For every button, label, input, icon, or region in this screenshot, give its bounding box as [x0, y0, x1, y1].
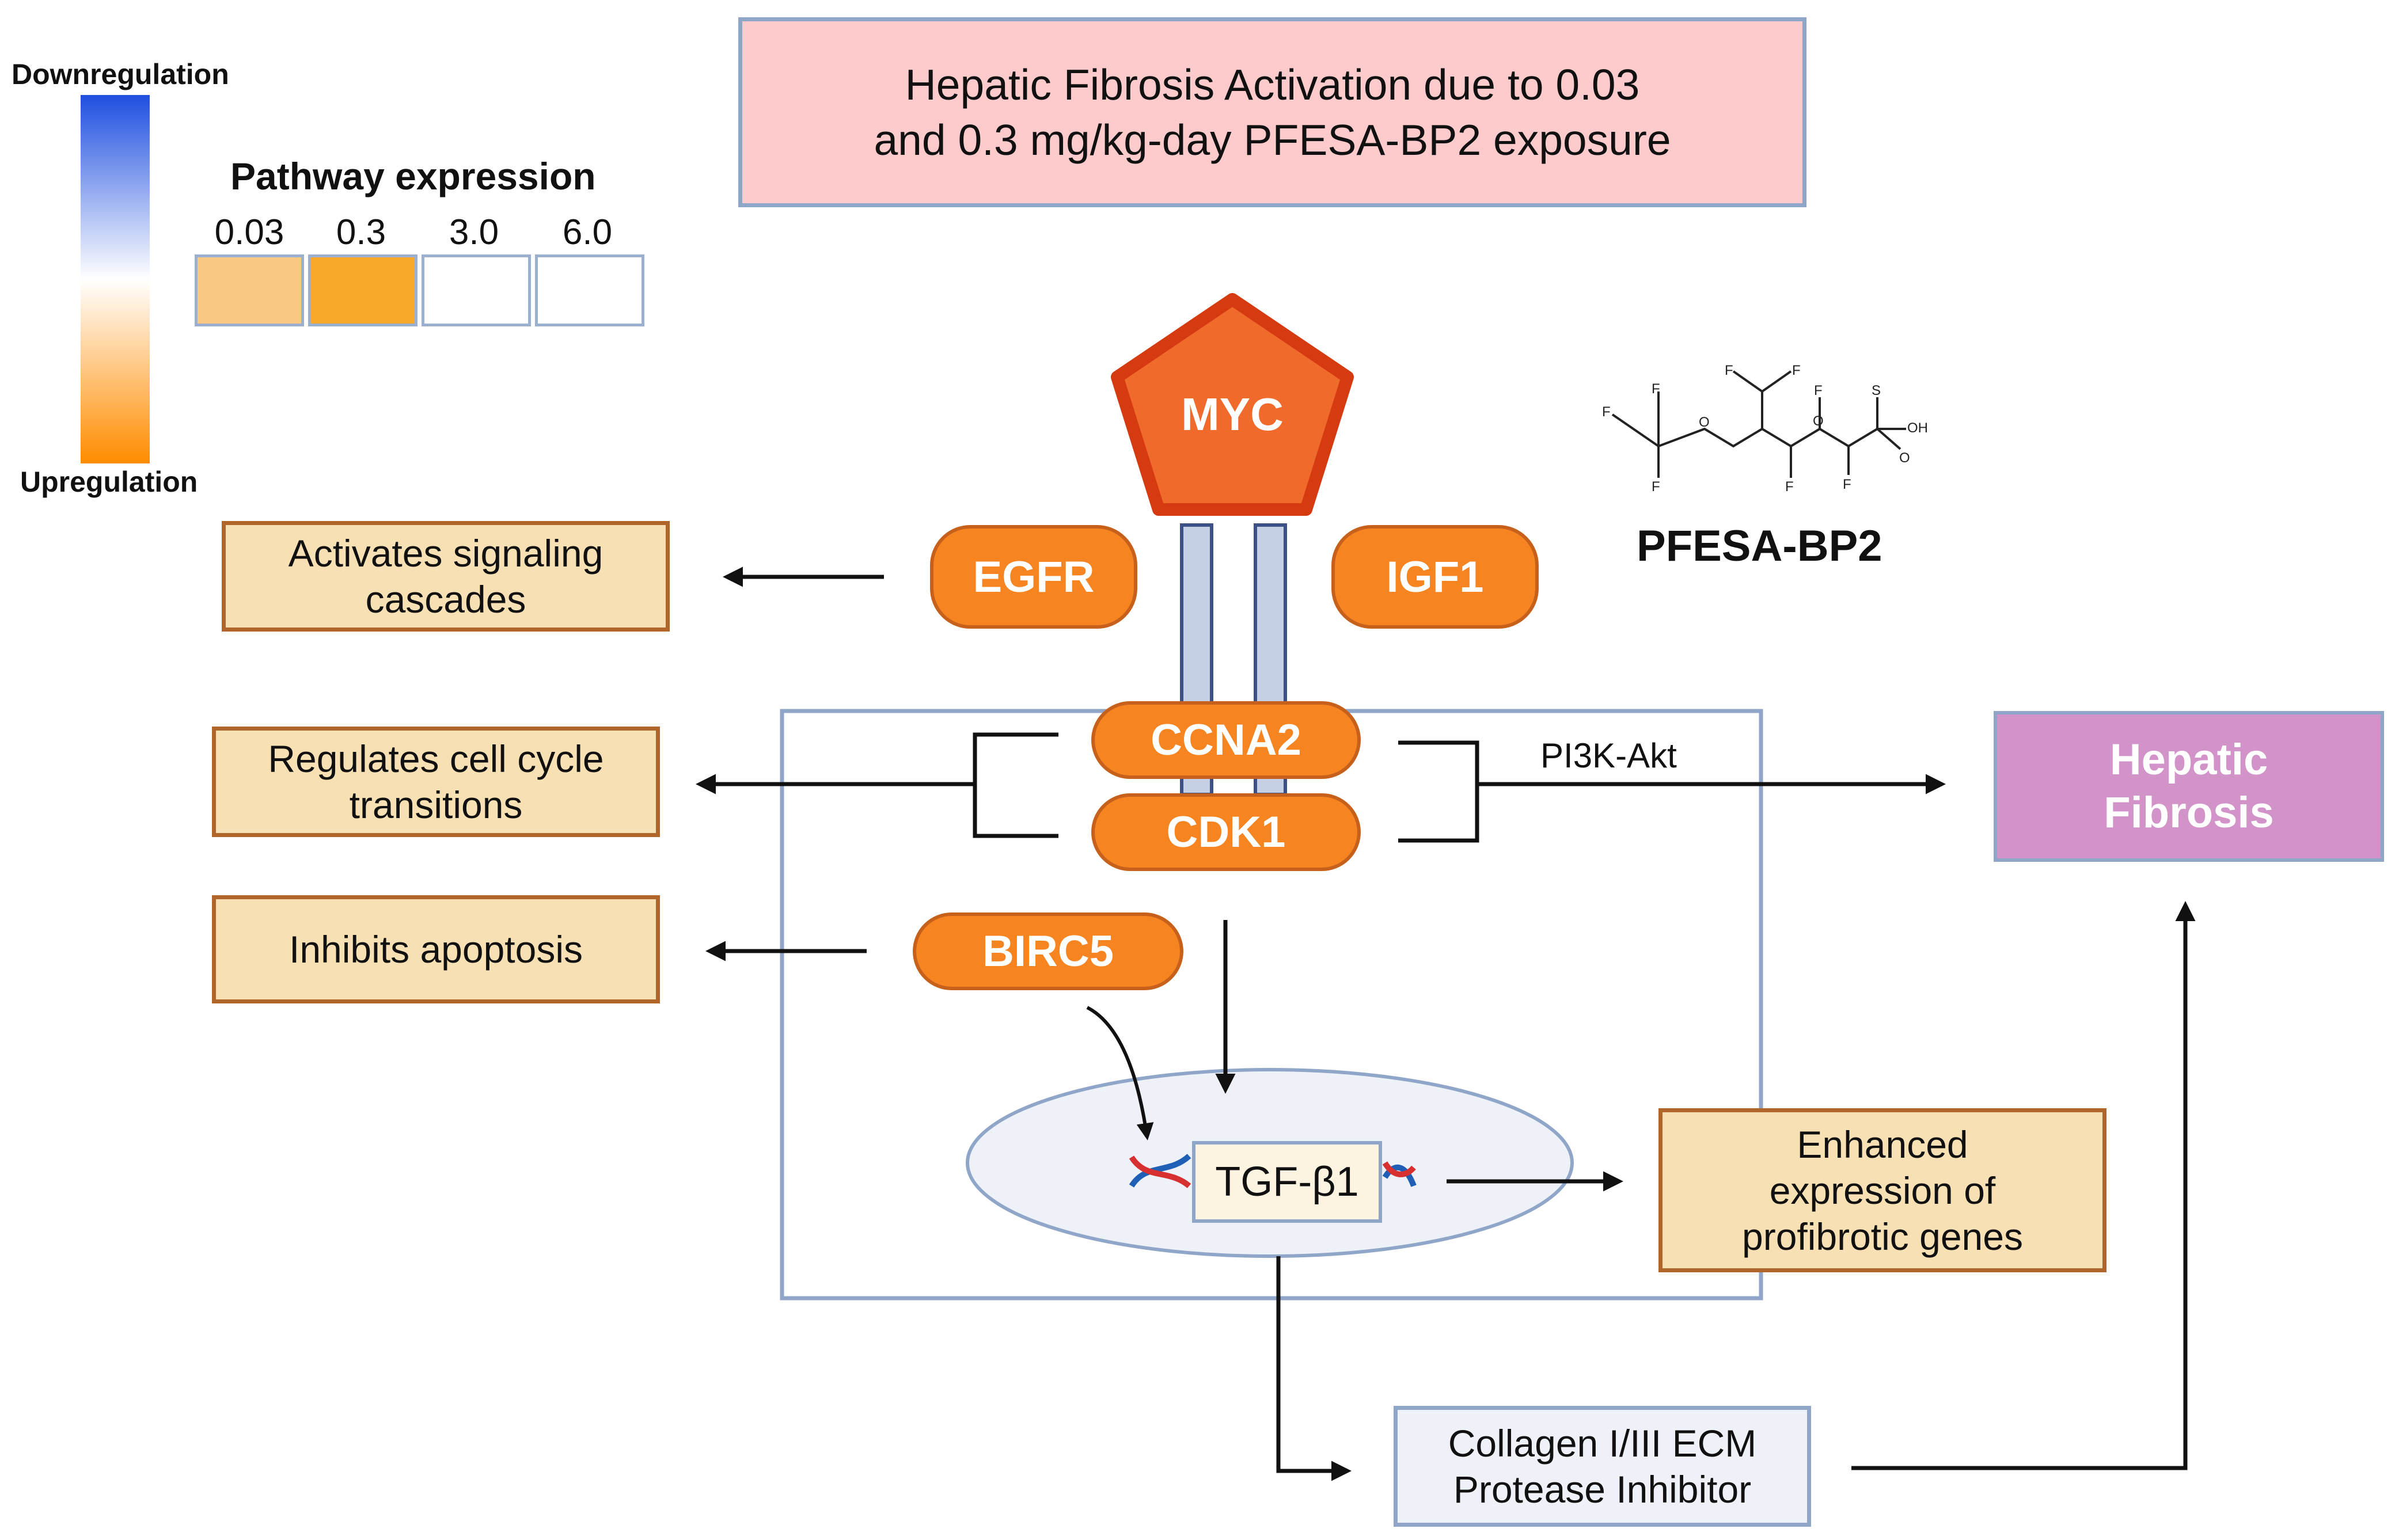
legend-downregulation-label: Downregulation — [12, 58, 229, 90]
effect-signaling-line2: cascades — [365, 578, 526, 621]
expression-gradient-bar — [81, 95, 150, 463]
collagen-line2: Protease Inhibitor — [1453, 1468, 1752, 1511]
arrow-birc5-tgfb1 — [1086, 1006, 1154, 1140]
hepatic-fibrosis-outcome: Hepatic Fibrosis — [1994, 711, 2384, 862]
igf1-node: IGF1 — [1331, 525, 1539, 629]
collagen-line1: Collagen I/III ECM — [1448, 1422, 1757, 1465]
legend-dose-label: 3.0 — [449, 212, 499, 252]
legend-dose-label: 0.03 — [214, 212, 284, 252]
effect-cellcycle-line1: Regulates cell cycle — [268, 737, 604, 780]
legend-cell-0.03 — [195, 254, 304, 326]
bracket-right — [1398, 740, 1479, 843]
legend-cell-6.0 — [535, 254, 644, 326]
dna-icon-left — [1129, 1154, 1191, 1188]
myc-label: MYC — [1181, 389, 1284, 440]
title-line-2: and 0.3 mg/kg-day PFESA-BP2 exposure — [874, 116, 1671, 164]
legend-upregulation-label: Upregulation — [20, 466, 198, 498]
outcome-line2: Fibrosis — [2104, 788, 2274, 837]
legend-dose-label: 0.3 — [336, 212, 386, 252]
effect-apoptosis-line1: Inhibits apoptosis — [289, 928, 583, 971]
egfr-node: EGFR — [930, 525, 1137, 629]
effect-profibrotic-line3: profibrotic genes — [1742, 1215, 2023, 1258]
effect-profibrotic-box: Enhanced expression of profibrotic genes — [1658, 1108, 2106, 1272]
arrow-tgfb1-collagen — [1276, 1256, 1352, 1481]
compound-name: PFESA-BP2 — [1637, 522, 1882, 571]
collagen-box: Collagen I/III ECM Protease Inhibitor — [1394, 1406, 1811, 1527]
effect-profibrotic-line1: Enhanced — [1797, 1123, 1968, 1166]
effect-profibrotic-line2: expression of — [1769, 1169, 1996, 1212]
effect-cellcycle-line2: transitions — [349, 784, 523, 826]
birc5-node: BIRC5 — [913, 912, 1183, 990]
cdk1-node: CDK1 — [1091, 793, 1361, 871]
effect-apoptosis-box: Inhibits apoptosis — [212, 895, 660, 1003]
tgfb1-gene: TGF-β1 — [1192, 1141, 1382, 1223]
effect-signaling-line1: Activates signaling — [288, 532, 604, 575]
legend-cell-0.3 — [308, 254, 417, 326]
legend-heading: Pathway expression — [230, 155, 596, 197]
effect-cellcycle-box: Regulates cell cycle transitions — [212, 727, 660, 837]
arrow-collagen-fibrosis — [1851, 901, 2196, 1470]
bracket-left — [973, 732, 1058, 838]
legend-dose-label: 6.0 — [562, 212, 613, 252]
pi3k-akt-label: PI3K-Akt — [1540, 736, 1677, 775]
outcome-line1: Hepatic — [2109, 735, 2268, 784]
pfesa-bp2-structure — [1611, 370, 1906, 478]
myc-pentagon — [1111, 293, 1354, 516]
legend-cell-3.0 — [422, 254, 531, 326]
effect-signaling-box: Activates signaling cascades — [222, 521, 670, 632]
dna-icon-right — [1382, 1161, 1417, 1187]
title-line-1: Hepatic Fibrosis Activation due to 0.03 — [905, 60, 1640, 109]
ccna2-node: CCNA2 — [1091, 701, 1361, 779]
diagram-title: Hepatic Fibrosis Activation due to 0.03 … — [738, 17, 1806, 207]
